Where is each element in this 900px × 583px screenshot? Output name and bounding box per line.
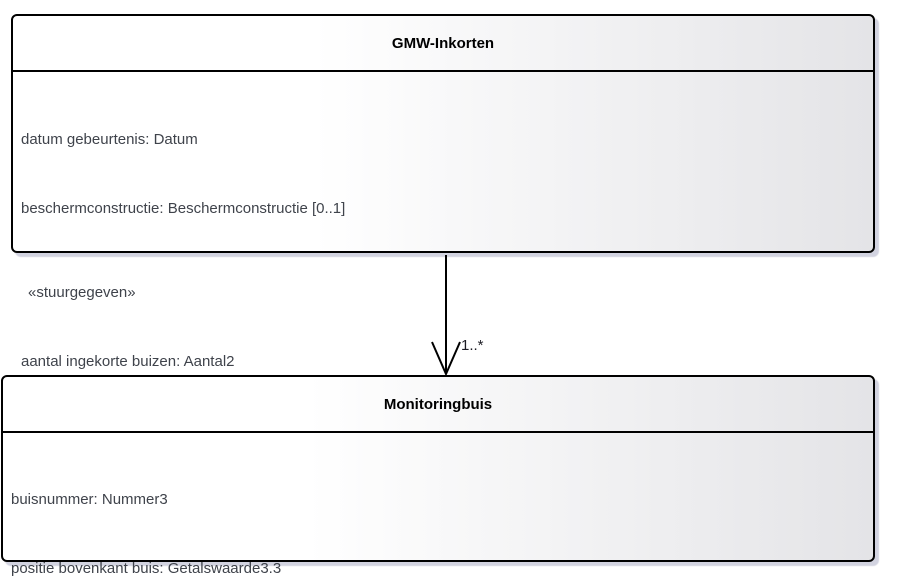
attribute-line: datum gebeurtenis: Datum [21, 131, 198, 148]
stereotype-label: «stuurgegeven» [28, 284, 136, 301]
attribute-line: buisnummer: Nummer3 [11, 491, 168, 508]
attribute-line: positie bovenkant buis: Getalswaarde3.3 [11, 560, 282, 577]
attribute-line: beschermconstructie: Beschermconstructie… [21, 200, 346, 217]
multiplicity-label: 1..* [461, 337, 484, 354]
class-box-monitoringbuis[interactable]: Monitoringbuis buisnummer: Nummer3 posit… [1, 375, 875, 577]
class-box-gmw-inkorten[interactable]: GMW-Inkorten datum gebeurtenis: Datum be… [11, 14, 875, 370]
class-attributes-compartment: buisnummer: Nummer3 positie bovenkant bu… [3, 433, 873, 583]
class-attributes-compartment: datum gebeurtenis: Datum beschermconstru… [13, 72, 873, 419]
class-title: GMW-Inkorten [13, 16, 873, 72]
attribute-line: aantal ingekorte buizen: Aantal2 [21, 353, 235, 370]
class-title: Monitoringbuis [3, 377, 873, 433]
arrowhead-icon [431, 341, 461, 377]
